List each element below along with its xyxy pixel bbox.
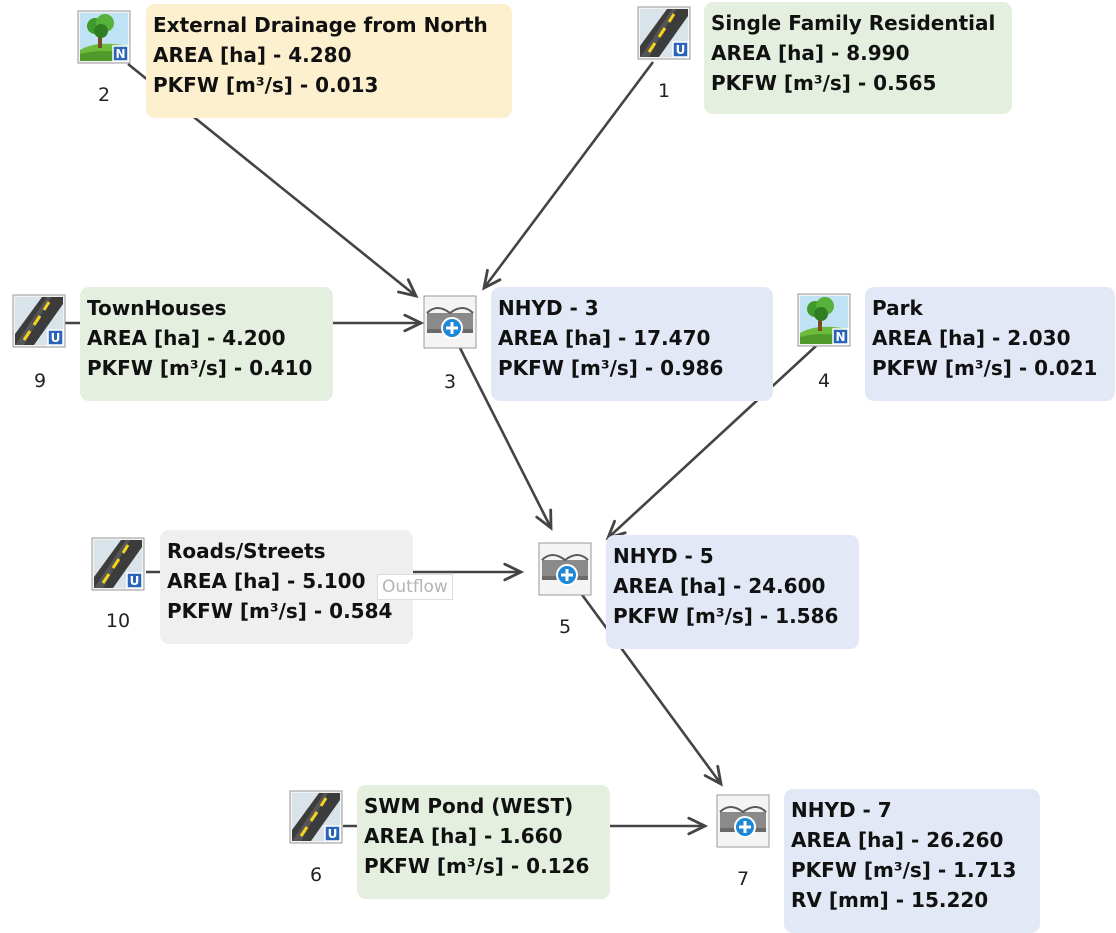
node-attribute: PKFW [m³/s] - 1.713 [791,858,1017,882]
svg-text:U: U [130,574,140,588]
urban-catchment-icon[interactable]: U [91,537,145,591]
connection-line[interactable] [607,345,817,539]
node-title: Single Family Residential [711,11,996,35]
arrowhead-icon [687,816,709,836]
node-attribute: AREA [ha] - 8.990 [711,41,910,65]
node-title: TownHouses [87,296,227,320]
svg-text:N: N [115,47,125,61]
connection-line[interactable] [482,61,655,289]
arrowhead-icon [403,313,425,333]
node-number: 7 [736,868,750,890]
urban-catchment-icon[interactable]: U [12,294,66,348]
node-attribute: AREA [ha] - 4.200 [87,326,286,350]
node-attribute: RV [mm] - 15.220 [791,888,989,912]
svg-text:U: U [676,43,686,57]
arrowhead-icon [535,508,553,531]
node-title: NHYD - 5 [613,544,714,568]
connection-1-3[interactable] [482,61,655,291]
node-attribute: PKFW [m³/s] - 1.586 [613,604,839,628]
node-number: 2 [97,84,111,106]
svg-text:U: U [328,827,338,841]
outflow-tooltip: Outflow [377,574,453,600]
node-number: 3 [443,371,457,393]
node-title: NHYD - 7 [791,798,892,822]
urban-catchment-icon[interactable]: U [637,6,691,60]
node-attribute: PKFW [m³/s] - 0.584 [167,599,393,623]
node-number: 5 [558,616,572,638]
node-attribute: AREA [ha] - 2.030 [872,326,1071,350]
node-attribute: AREA [ha] - 17.470 [498,326,711,350]
node-title: SWM Pond (WEST) [364,794,574,818]
node-number: 10 [105,610,131,632]
arrowhead-icon [503,562,525,582]
node-attribute: PKFW [m³/s] - 0.986 [498,356,724,380]
natural-catchment-icon[interactable]: N [77,10,131,64]
nhyd-junction-icon[interactable] [423,295,477,349]
connection-3-5[interactable] [458,347,553,531]
node-title: NHYD - 3 [498,296,599,320]
urban-catchment-icon[interactable]: U [289,790,343,844]
nhyd-junction-icon[interactable] [716,794,770,848]
node-attribute: PKFW [m³/s] - 0.410 [87,356,313,380]
node-title: External Drainage from North [153,13,488,37]
nhyd-junction-icon[interactable] [538,542,592,596]
connection-line[interactable] [458,347,553,529]
node-attribute: AREA [ha] - 4.280 [153,43,352,67]
node-attribute: PKFW [m³/s] - 0.565 [711,71,937,95]
connection-5-7[interactable] [578,591,723,787]
node-attribute: PKFW [m³/s] - 0.013 [153,73,379,97]
node-attribute: AREA [ha] - 26.260 [791,828,1004,852]
connection-line[interactable] [578,591,723,785]
node-attribute: PKFW [m³/s] - 0.126 [364,854,590,878]
svg-text:N: N [835,330,845,344]
node-number: 1 [657,80,671,102]
arrowhead-icon [397,278,419,299]
arrowhead-icon [482,268,502,291]
arrowhead-icon [703,764,723,787]
node-attribute: AREA [ha] - 1.660 [364,824,563,848]
node-title: Park [872,296,923,320]
node-attribute: PKFW [m³/s] - 0.021 [872,356,1098,380]
svg-text:U: U [51,331,61,345]
node-attribute: AREA [ha] - 5.100 [167,569,366,593]
node-attribute: AREA [ha] - 24.600 [613,574,826,598]
node-title: Roads/Streets [167,539,326,563]
node-number: 6 [309,864,323,886]
node-number: 4 [817,370,831,392]
node-number: 9 [33,370,47,392]
natural-catchment-icon[interactable]: N [797,293,851,347]
